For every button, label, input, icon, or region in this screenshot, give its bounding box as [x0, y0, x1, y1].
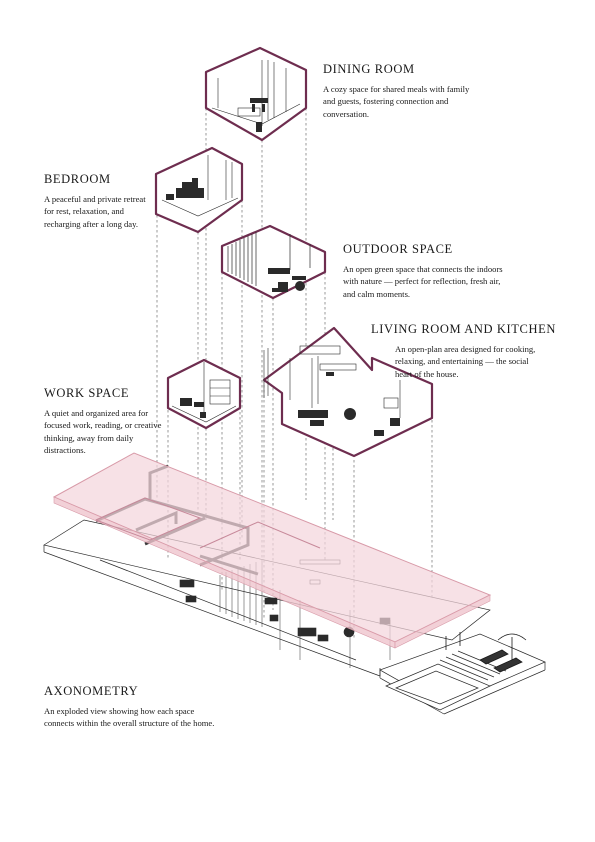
- house-axonometry: [43, 452, 546, 715]
- work-space-description: A quiet and organized area for focused w…: [44, 408, 162, 456]
- living-kitchen-label: LIVING ROOM AND KITCHEN An open-plan are…: [371, 322, 571, 380]
- living-kitchen-box: [262, 326, 434, 458]
- axonometry-title: AXONOMETRY: [44, 684, 139, 698]
- living-kitchen-title: LIVING ROOM AND KITCHEN: [371, 322, 556, 336]
- interior-furniture: [179, 559, 391, 642]
- sun-loungers: [445, 632, 527, 673]
- outdoor-space-description: An open green space that connects the in…: [343, 264, 503, 299]
- bedroom-label: BEDROOM A peaceful and private retreat f…: [44, 172, 156, 230]
- work-space-label: WORK SPACE A quiet and organized area fo…: [44, 386, 162, 457]
- dining-room-description: A cozy space for shared meals with famil…: [323, 84, 470, 119]
- bedroom-description: A peaceful and private retreat for rest,…: [44, 194, 146, 229]
- bedroom-title: BEDROOM: [44, 172, 111, 186]
- dining-room-title: DINING ROOM: [323, 62, 415, 76]
- outdoor-space-box: [220, 224, 327, 300]
- outdoor-space-title: OUTDOOR SPACE: [343, 242, 453, 256]
- dining-room-box: [204, 46, 308, 142]
- living-kitchen-description: An open-plan area designed for cooking, …: [395, 344, 536, 379]
- axonometry-label: AXONOMETRY An exploded view showing how …: [44, 684, 224, 730]
- bedroom-box: [154, 146, 244, 234]
- outdoor-space-label: OUTDOOR SPACE An open green space that c…: [343, 242, 508, 300]
- work-space-title: WORK SPACE: [44, 386, 130, 400]
- dining-room-label: DINING ROOM A cozy space for shared meal…: [323, 62, 483, 120]
- axonometry-description: An exploded view showing how each space …: [44, 706, 215, 729]
- work-space-box: [166, 358, 242, 430]
- roof-slab: [52, 452, 492, 649]
- pool-deck: [379, 633, 546, 715]
